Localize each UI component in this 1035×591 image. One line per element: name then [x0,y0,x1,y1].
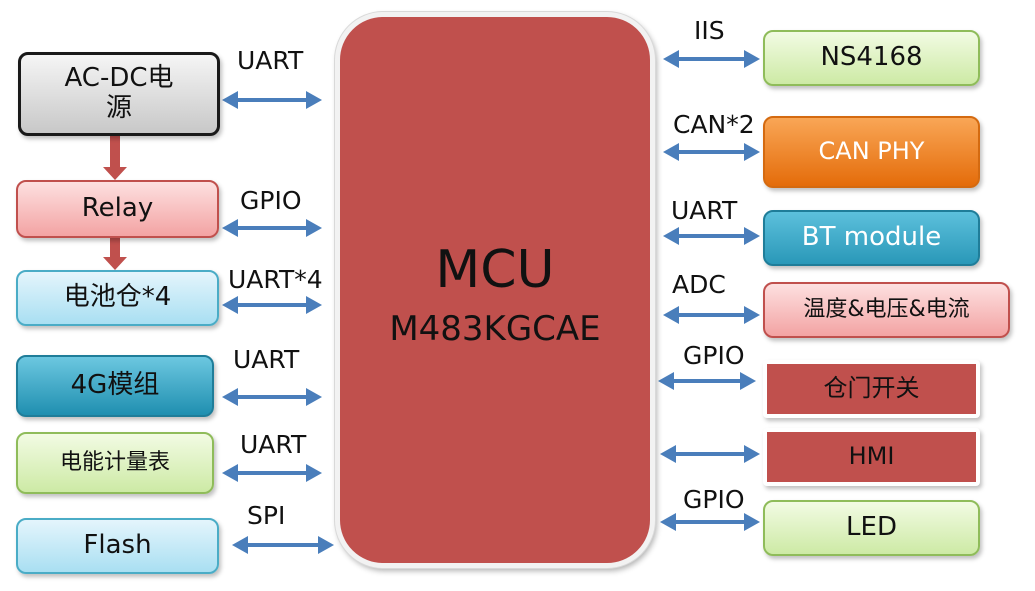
bus-label-sensor: ADC [672,270,726,299]
sensor-block: 温度&电压&电流 [763,282,1010,338]
bus-label-battery: UART*4 [228,265,323,294]
4g-module-block: 4G模组 [16,355,214,417]
bt-module-block: BT module [763,210,980,266]
power-arrow-acdc-to-relay [103,136,127,180]
bus-label-ac-dc: UART [237,46,304,75]
arrow-battery [222,296,322,314]
battery-bay-block: 电池仓*4 [16,270,219,326]
arrow-sensor [663,306,760,324]
mcu-model: M483KGCAE [389,309,601,349]
arrow-flash [232,536,334,554]
bus-label-relay: GPIO [240,186,302,215]
led-block: LED [763,500,980,556]
ns4168-block: NS4168 [763,30,980,86]
arrow-bt [663,227,760,245]
arrow-4g [222,388,322,406]
arrow-ns4168 [663,50,760,68]
power-arrow-relay-to-battery [103,238,127,270]
bus-label-door: GPIO [683,341,745,370]
ac-dc-power-block: AC-DC电 源 [18,52,220,136]
arrow-led [660,513,760,531]
arrow-door [658,372,756,390]
bus-label-ns4168: IIS [694,16,725,45]
flash-block: Flash [16,518,219,574]
arrow-ac-dc [222,91,322,109]
mcu-title: MCU [435,240,555,300]
bus-label-flash: SPI [247,501,286,530]
bus-label-led: GPIO [683,485,745,514]
arrow-hmi [660,445,760,463]
bus-label-4g: UART [233,345,300,374]
arrow-can-phy [663,143,760,161]
energy-meter-block: 电能计量表 [16,432,214,494]
relay-block: Relay [16,180,219,238]
bus-label-can-phy: CAN*2 [673,110,755,139]
can-phy-block: CAN PHY [763,116,980,188]
mcu-block: MCU M483KGCAE [335,12,655,568]
bus-label-meter: UART [240,430,307,459]
hmi-block: HMI [763,428,980,486]
door-switch-block: 仓门开关 [763,360,980,418]
bus-label-bt: UART [671,196,738,225]
arrow-meter [222,464,322,482]
arrow-relay [222,219,322,237]
